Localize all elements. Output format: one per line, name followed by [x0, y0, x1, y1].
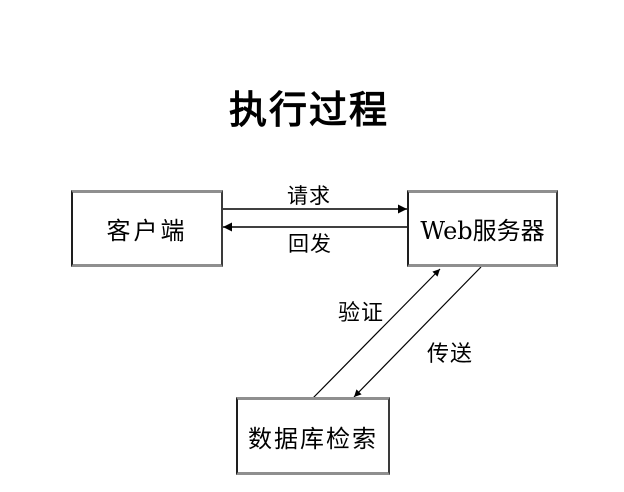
node-database-label: 数据库检索 [248, 424, 378, 453]
edge-label-transfer: 传送 [427, 342, 474, 367]
node-web-server: Web服务器 [407, 190, 558, 267]
arrow-transfer [353, 266, 482, 398]
edge-label-verify: 验证 [338, 301, 385, 326]
node-database: 数据库检索 [236, 397, 390, 475]
node-client-label: 客户端 [106, 217, 188, 245]
node-client: 客户端 [71, 190, 223, 267]
node-web-server-label: Web服务器 [420, 217, 545, 245]
edge-label-request: 请求 [287, 184, 331, 208]
diagram-title: 执行过程 [228, 87, 389, 132]
arrow-verify [312, 268, 441, 399]
edge-label-postback: 回发 [288, 232, 332, 256]
